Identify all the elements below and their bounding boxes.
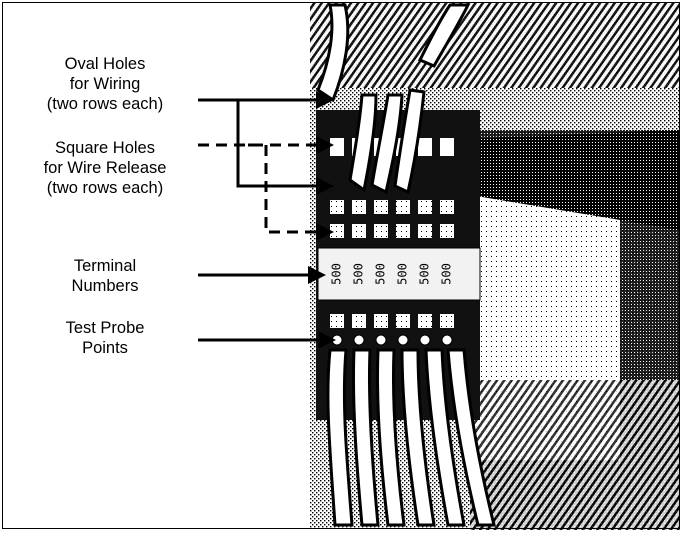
terminal-numbers-label-line-1: Terminal <box>73 257 137 275</box>
square-callout-branch <box>248 143 320 234</box>
terminal-number-strip <box>317 247 481 301</box>
terminal-numbers-label-line-2: Numbers <box>71 277 139 295</box>
callout-arrowheads <box>308 91 336 349</box>
callout-lines <box>198 98 322 342</box>
square-holes-label: Square Holes for Wire Release (two rows … <box>10 138 200 198</box>
photo-lower-right-cables <box>470 380 680 530</box>
arrowhead-icon <box>316 91 334 109</box>
probe-point-row <box>331 334 453 346</box>
photo-top-cables <box>310 3 680 88</box>
oval-holes-label: Oval Holes for Wiring (two rows each) <box>10 54 200 114</box>
terminal-number: 500 <box>418 263 432 285</box>
arrowhead-icon <box>308 266 326 284</box>
arrowhead-icon <box>316 136 334 154</box>
square-holes-label-line-1: Square Holes <box>55 139 155 157</box>
oval-callout-branch <box>236 100 320 188</box>
arrowhead-icon <box>316 223 334 241</box>
terminal-numbers-label: Terminal Numbers <box>10 256 200 296</box>
square-holes-label-line-3: (two rows each) <box>46 179 164 197</box>
photo-probe-tool <box>440 130 680 230</box>
test-probe-label-line-1: Test Probe <box>65 319 145 337</box>
terminal-number: 500 <box>330 263 344 285</box>
wires-top <box>316 3 471 195</box>
wires-bottom <box>326 348 496 527</box>
oval-holes-label-line-2: for Wiring <box>69 75 141 93</box>
terminal-number-strip-text: 500 500 500 500 500 500 <box>330 263 454 285</box>
oval-holes-label-line-3: (two rows each) <box>46 95 164 113</box>
test-probe-label: Test Probe Points <box>10 318 200 358</box>
arrowhead-icon <box>318 331 336 349</box>
caption-area <box>3 3 303 529</box>
square-holes-label-line-2: for Wire Release <box>43 159 167 177</box>
oval-holes-label-line-1: Oval Holes <box>64 55 146 73</box>
terminal-number: 500 <box>396 263 410 285</box>
arrowhead-icon <box>316 177 334 195</box>
test-probe-label-line-2: Points <box>82 339 128 357</box>
terminal-number: 500 <box>440 263 454 285</box>
terminal-number: 500 <box>352 263 366 285</box>
terminal-number: 500 <box>374 263 388 285</box>
